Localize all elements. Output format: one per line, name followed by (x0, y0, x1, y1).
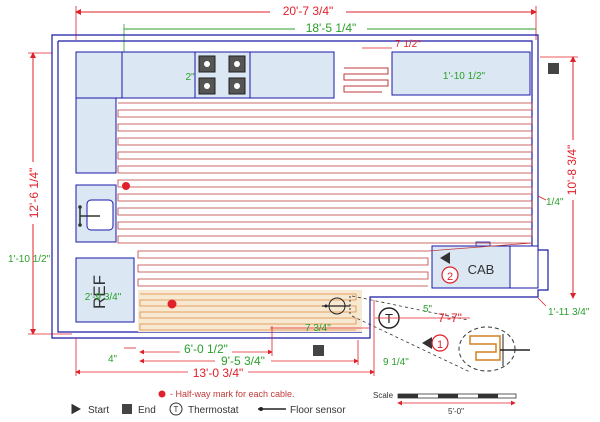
counter-right-label: 1'-10 1/2" (443, 71, 486, 82)
sink (78, 199, 114, 231)
start-icon (72, 404, 81, 414)
svg-text:13'-0 3/4": 13'-0 3/4" (193, 366, 244, 380)
svg-text:1: 1 (437, 339, 443, 351)
halfway-mark-icon (158, 390, 166, 398)
stove: 2" (185, 51, 251, 99)
svg-text:6'-0 1/2": 6'-0 1/2" (184, 342, 228, 356)
gap-top-label: 7 1/2" (395, 39, 421, 50)
legend-end: End (138, 405, 156, 416)
dim-left-counter: 1'-10 1/2" (8, 254, 51, 265)
left-height-label: 12'-6 1/4" (27, 168, 41, 219)
inner-width-label: 18'-5 1/4" (306, 21, 357, 35)
start-marker-1: 1 (422, 334, 449, 352)
svg-text:5": 5" (423, 304, 433, 315)
end-icon (122, 404, 132, 414)
svg-text:1'-11 3/4": 1'-11 3/4" (548, 307, 590, 318)
legend-start: Start (88, 405, 109, 416)
right-height-label: 10'-8 3/4" (565, 145, 579, 196)
dim-7-7: 7'-7" (375, 311, 470, 325)
cable-run (139, 293, 357, 331)
overall-width-label: 20'-7 3/4" (283, 4, 334, 18)
dim-gap-top: 7 1/2" (362, 39, 421, 50)
dim-9-quarter: 9 1/4" (383, 357, 409, 368)
dim-9-5: 9'-5 3/4" (139, 340, 359, 368)
cable-run (117, 102, 533, 287)
legend-thermostat: Thermostat (188, 405, 239, 416)
dimension-right-height: 10'-8 3/4" (540, 56, 580, 299)
floor-sensor-icon (322, 296, 351, 316)
legend-halfway: - Half-way mark for each cable. (170, 389, 295, 399)
ref-depth-label: 2'-9 3/4" (85, 292, 122, 303)
thermostat-legend-icon (169, 402, 183, 416)
scale-bar: Scale 5'-0" (373, 391, 517, 416)
heating-cable (117, 102, 533, 331)
dimension-inner-width: 18'-5 1/4" (123, 21, 536, 52)
svg-text:2: 2 (447, 271, 453, 283)
dimension-left-height: 12'-6 1/4" (25, 52, 72, 335)
svg-text:T: T (174, 405, 179, 414)
start-marker-2: 2 (440, 252, 459, 284)
dim-6-0: 6'-0 1/2" (139, 326, 273, 356)
end-marker-icon (313, 345, 324, 356)
svg-text:7'-7": 7'-7" (438, 311, 462, 325)
ref-label: REF (90, 275, 109, 309)
dim-7-3-4: 7 3/4" (270, 323, 370, 334)
scale-label: Scale (373, 391, 394, 400)
halfway-mark (122, 182, 130, 190)
svg-text:9 1/4": 9 1/4" (383, 357, 409, 368)
svg-text:4": 4" (108, 354, 118, 365)
refrigerator: REF 2'-9 3/4" (75, 257, 135, 323)
sensor-detail (351, 295, 530, 373)
cable-zone (138, 290, 362, 332)
dimension-overall-width: 20'-7 3/4" (75, 3, 537, 40)
cable-top-loop (343, 67, 389, 93)
legend-floor-sensor: Floor sensor (290, 405, 346, 416)
dim-quarter: 1/4" (537, 195, 564, 208)
dim-gap-right: 5" (423, 304, 433, 315)
stove-depth-label: 2" (185, 72, 195, 83)
svg-text:1'-10 1/2": 1'-10 1/2" (8, 254, 51, 265)
dim-cab-depth: 1'-11 3/4" (537, 297, 590, 318)
dim-four-inch: 4" (108, 347, 136, 365)
scale-value: 5'-0" (448, 407, 464, 416)
end-marker-icon (548, 63, 559, 74)
svg-text:9'-5 3/4": 9'-5 3/4" (221, 354, 265, 368)
cab-label: CAB (468, 262, 495, 277)
top-counter-right: 1'-10 1/2" (391, 51, 531, 96)
halfway-mark (167, 299, 177, 309)
svg-text:T: T (385, 311, 393, 326)
svg-text:7 3/4": 7 3/4" (305, 323, 331, 334)
svg-text:1/4": 1/4" (546, 197, 564, 208)
dim-13-0: 13'-0 3/4" (75, 300, 375, 380)
legend: - Half-way mark for each cable. Start En… (71, 389, 346, 416)
